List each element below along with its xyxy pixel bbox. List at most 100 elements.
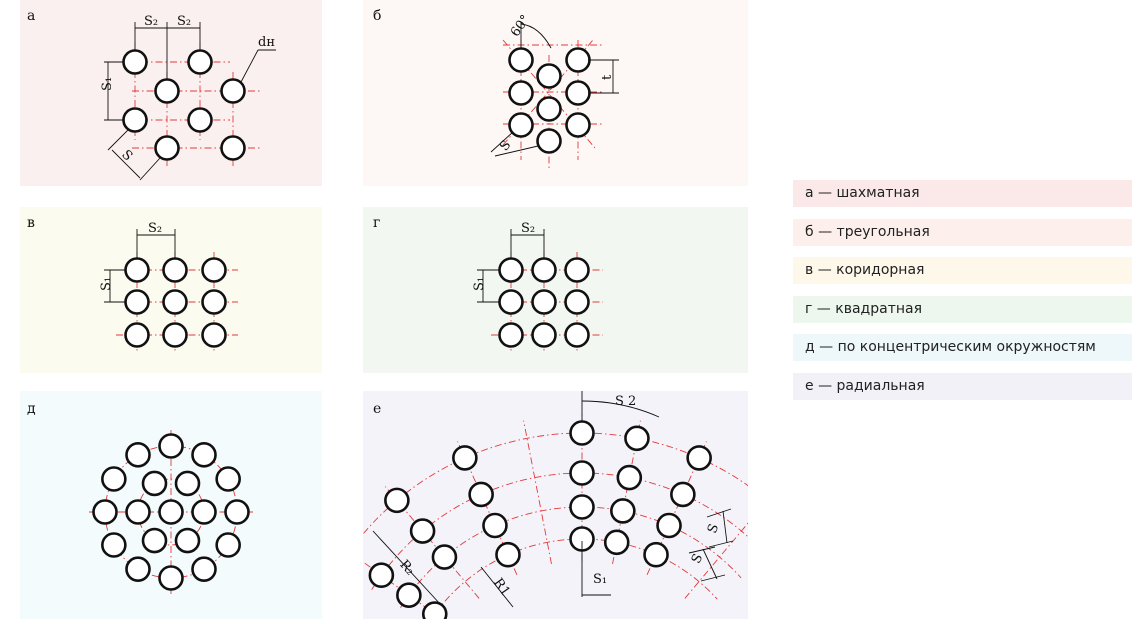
tube [564,289,590,315]
tube [536,128,562,154]
panel-a-label: а [27,8,36,24]
tube [125,499,151,525]
tube [125,442,151,468]
dim-s2-right: S₂ [177,14,191,29]
panel-b-drawing: 60° t S [490,12,619,170]
tube [508,80,534,106]
tube [536,63,562,89]
tube [220,78,246,104]
panel-v-label: в [27,215,35,231]
legend-item-b: б — треугольная [793,218,1132,246]
arc-centerline [430,538,718,619]
tube [384,487,410,514]
tube [498,289,524,315]
tube [162,257,188,283]
tube [536,96,562,122]
tube [215,532,241,558]
panel-g-dimensions: S₂ S₁ [472,221,545,303]
panel-e-label: е [373,401,382,417]
dim-s2-left: S₂ [144,14,158,29]
tube [368,562,395,589]
tube [101,532,127,558]
ray-centerline [684,522,748,599]
tube [531,322,557,348]
dim-s2: S 2 [615,394,636,409]
tube [92,499,118,525]
dim-s2: S₂ [148,221,162,236]
tube [125,556,151,582]
tube [452,445,478,471]
tube [162,322,188,348]
panel-g: г S₂ S₁ [363,207,748,373]
tube [610,498,636,524]
tube [201,322,227,348]
tube [565,80,591,106]
tube [686,445,712,471]
tube [124,257,150,283]
dim-r1: R1 [490,576,513,599]
tube [508,47,534,73]
legend-item-v: в — коридорная [793,257,1132,284]
tube [564,257,590,283]
legend: а — шахматная б — треугольная в — коридо… [793,180,1132,411]
ray-centerline [363,561,443,619]
tube [154,135,180,161]
dim-s-a: S [705,522,722,535]
tube [141,470,168,497]
panel-v: в S₂ S₁ [20,207,322,373]
tube [468,481,494,508]
tube [215,466,241,492]
tube [141,527,168,554]
dim-s1: S₁ [472,277,487,291]
dim-dn: dн [258,35,275,50]
tube [162,289,188,315]
tube [396,582,422,609]
legend-item-e: е — радиальная [793,372,1132,400]
tube [656,512,682,539]
legend-item-a: а — шахматная [793,180,1132,207]
panel-v-dimensions: S₂ S₁ [99,221,176,303]
tube [569,420,595,446]
tube [531,257,557,283]
panel-b-tubes [508,47,591,154]
dim-t: t [600,74,615,80]
tube [569,494,595,520]
dim-s: S [118,147,135,164]
tube [495,541,521,568]
tube [531,289,557,315]
dim-s1: S₁ [593,572,607,587]
tube [174,470,201,497]
tube [124,289,150,315]
tube [431,544,458,570]
tube [154,78,180,104]
panel-d-label: д [27,401,36,417]
tube [174,527,201,554]
panel-g-drawing: S₂ S₁ [472,221,603,352]
panel-a-dimensions: S₂ S₂ S₁ S dн [100,14,276,181]
panel-g-label: г [373,215,381,231]
panel-a-tubes [122,49,246,161]
tube [224,499,250,525]
dim-r2: R₂ [396,557,417,578]
tube [564,322,590,348]
tube [187,107,213,133]
tube [643,541,669,568]
dim-s1: S₁ [99,277,114,291]
tube [191,556,217,582]
panel-a: а S₂ S₂ [20,0,322,186]
arc-centerline [363,432,748,535]
panel-v-tubes [124,257,227,348]
tube [101,466,127,492]
legend-item-g: г — квадратная [793,295,1132,323]
tube [187,49,213,75]
tube [409,518,436,544]
tube [158,433,184,459]
panel-d: д [20,391,322,619]
tube [569,460,595,486]
panel-b-label: б [373,8,382,24]
legend-item-d: д — по концентрическим окружностям [793,334,1132,361]
tube [603,529,630,556]
panel-g-tubes [498,257,590,348]
tube [122,107,148,133]
panel-b: б 60° [363,0,748,186]
